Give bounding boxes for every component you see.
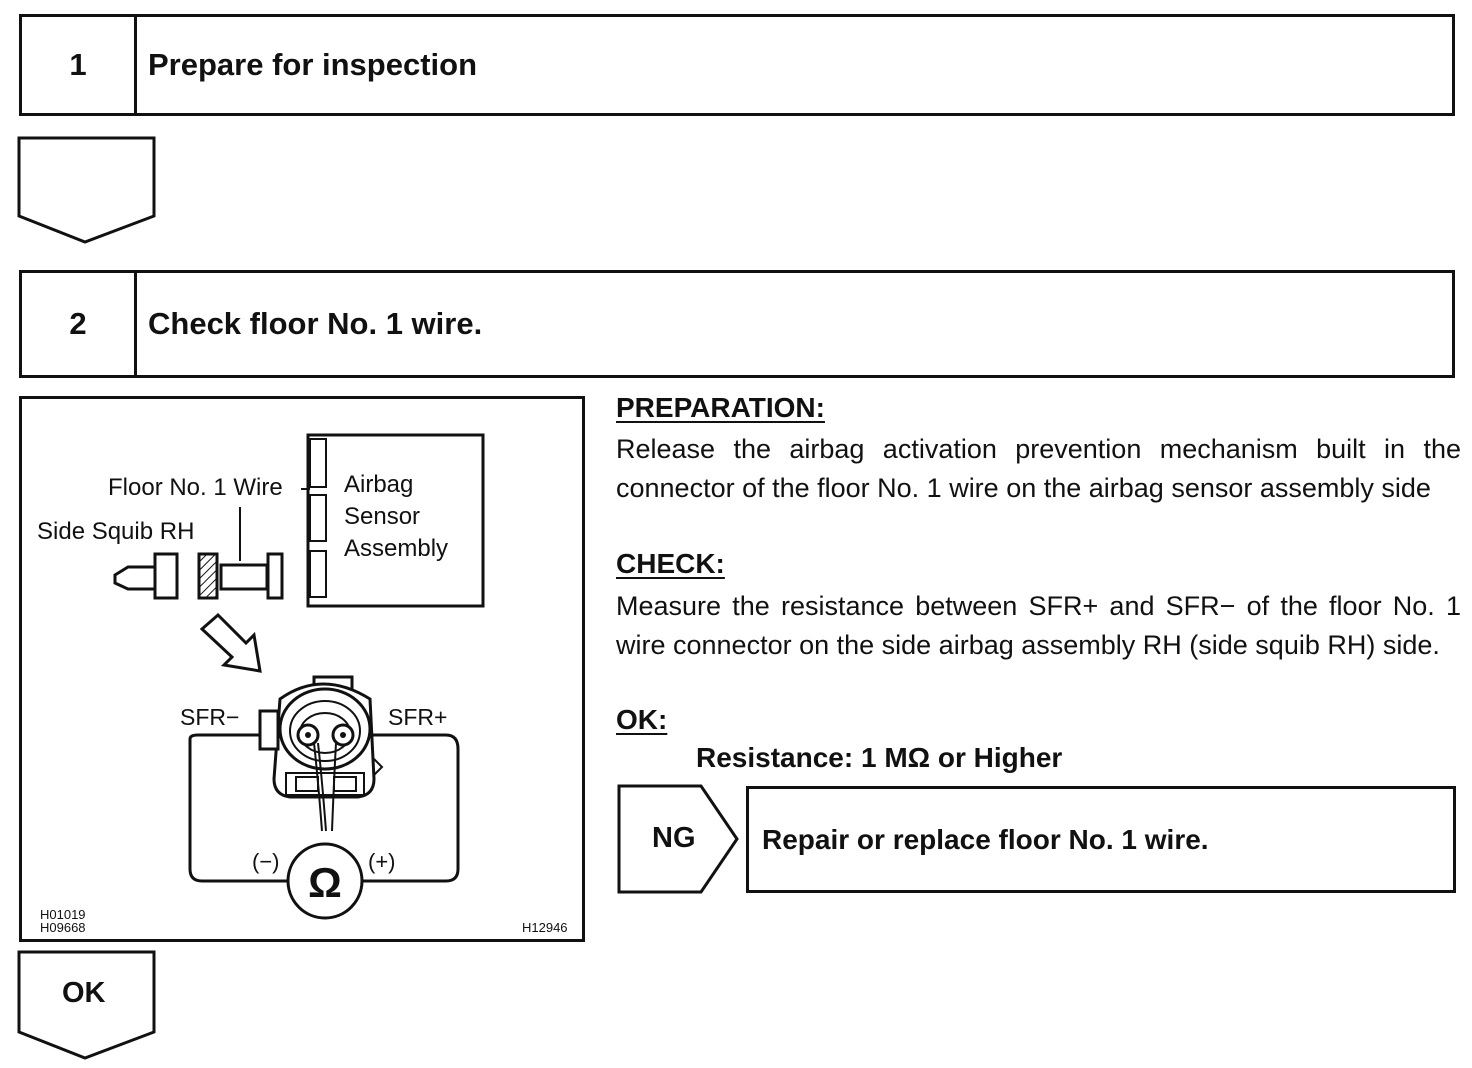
step-1-number: 1 <box>22 17 137 113</box>
step-2-box: 2 Check floor No. 1 wire. <box>19 270 1455 378</box>
ok-arrow-down-icon <box>17 950 156 1060</box>
wiring-diagram: Airbag Sensor Assembly Floor No. 1 Wire … <box>37 433 568 935</box>
plus-terminal-label: (+) <box>368 849 396 874</box>
check-heading: CHECK: <box>616 548 725 579</box>
airbag-sensor-assembly-shape <box>306 433 485 608</box>
floor-wire-label: Floor No. 1 Wire <box>108 474 283 501</box>
minus-terminal-label: (−) <box>252 849 280 874</box>
airbag-sensor-label-line2: Sensor <box>344 503 420 530</box>
airbag-sensor-label-line1: Airbag <box>344 471 413 498</box>
side-squib-plug-shape <box>113 565 157 591</box>
preparation-text: Release the airbag activation prevention… <box>616 434 1461 503</box>
resistance-spec: Resistance: 1 MΩ or Higher <box>696 742 1063 773</box>
step-1-title: Prepare for inspection <box>148 47 478 82</box>
preparation-heading: PREPARATION: <box>616 392 825 423</box>
sfr-minus-label: SFR− <box>180 704 239 730</box>
floor-wire-connector-face <box>258 675 384 832</box>
ng-label: NG <box>652 822 696 854</box>
ohm-symbol: Ω <box>308 859 342 906</box>
ok-heading: OK: <box>616 704 668 735</box>
check-text: Measure the resistance between SFR+ and … <box>616 591 1461 660</box>
step-2-number: 2 <box>22 273 137 375</box>
figure-code-left-1: H01019 <box>40 907 86 922</box>
ng-arrow-right-icon <box>617 784 739 894</box>
ok-label: OK <box>62 977 106 1009</box>
flow-arrow-down-icon <box>17 136 156 244</box>
floor-wire-connector-hatched <box>197 552 219 600</box>
side-squib-label: Side Squib RH <box>37 518 194 545</box>
figure-code-right: H12946 <box>522 920 568 935</box>
sfr-plus-label: SFR+ <box>388 704 447 730</box>
airbag-sensor-label-line3: Assembly <box>344 535 448 562</box>
wiring-diagram-figure: Airbag Sensor Assembly Floor No. 1 Wire … <box>19 396 585 942</box>
step-1-box: 1 Prepare for inspection <box>19 14 1455 116</box>
ohmmeter-icon <box>286 842 364 920</box>
ng-result-box: Repair or replace floor No. 1 wire. <box>746 786 1456 893</box>
direction-arrow-icon <box>199 612 262 673</box>
figure-code-left-2: H09668 <box>40 920 86 935</box>
ng-action-text: Repair or replace floor No. 1 wire. <box>762 823 1209 855</box>
step-2-title: Check floor No. 1 wire. <box>148 306 483 341</box>
